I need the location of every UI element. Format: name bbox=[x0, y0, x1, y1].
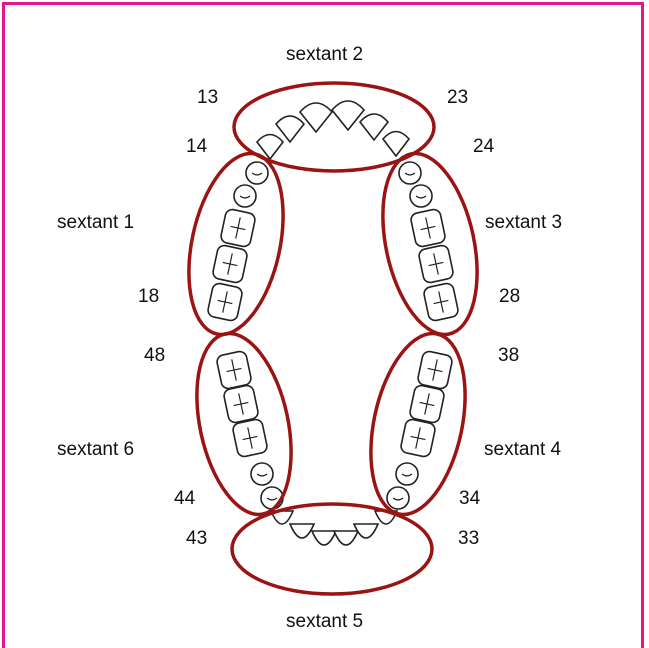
tooth-upper-left-premolar-1 bbox=[246, 162, 268, 184]
sextant-4-label: sextant 4 bbox=[484, 440, 561, 459]
sextant-5-label: sextant 5 bbox=[286, 612, 363, 631]
tooth-upper-left-premolar-2 bbox=[234, 185, 256, 207]
tooth-upper-right-premolar-2 bbox=[410, 185, 432, 207]
tooth-lower-anterior-4 bbox=[334, 531, 358, 545]
tooth-upper-anterior-5 bbox=[360, 114, 388, 140]
tooth-number-43: 43 bbox=[186, 529, 207, 548]
tooth-upper-anterior-3 bbox=[300, 103, 332, 132]
tooth-lower-left-premolar-2 bbox=[251, 463, 273, 485]
tooth-lower-anterior-2 bbox=[290, 524, 314, 538]
tooth-upper-right-premolar-1 bbox=[399, 162, 421, 184]
tooth-lower-right-premolar-2 bbox=[396, 463, 418, 485]
sextant-5-outline bbox=[232, 504, 432, 594]
tooth-number-28: 28 bbox=[499, 287, 520, 306]
tooth-number-38: 38 bbox=[498, 346, 519, 365]
tooth-number-24: 24 bbox=[473, 137, 494, 156]
sextant-2-label: sextant 2 bbox=[286, 45, 363, 64]
tooth-lower-left-premolar-1 bbox=[261, 487, 283, 509]
tooth-number-48: 48 bbox=[144, 346, 165, 365]
tooth-number-13: 13 bbox=[197, 88, 218, 107]
tooth-number-18: 18 bbox=[138, 287, 159, 306]
tooth-number-34: 34 bbox=[459, 489, 480, 508]
tooth-number-33: 33 bbox=[458, 529, 479, 548]
tooth-lower-right-premolar-1 bbox=[387, 487, 409, 509]
tooth-lower-anterior-3 bbox=[312, 531, 336, 545]
sextant-1-label: sextant 1 bbox=[57, 213, 134, 232]
tooth-number-23: 23 bbox=[447, 88, 468, 107]
sextant-3-label: sextant 3 bbox=[485, 213, 562, 232]
tooth-number-44: 44 bbox=[174, 489, 195, 508]
tooth-number-14: 14 bbox=[186, 137, 207, 156]
sextant-6-label: sextant 6 bbox=[57, 440, 134, 459]
tooth-lower-anterior-5 bbox=[354, 524, 378, 538]
tooth-upper-anterior-6 bbox=[383, 132, 409, 157]
tooth-upper-anterior-4 bbox=[332, 101, 364, 130]
